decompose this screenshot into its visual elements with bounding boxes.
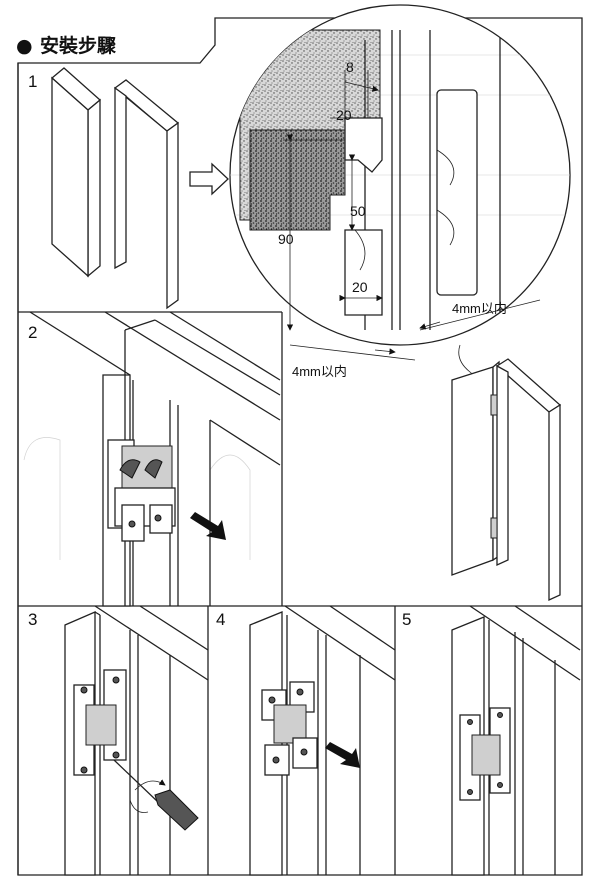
- step-2-panel: 2: [23, 311, 281, 607]
- hinge-step-2: [107, 439, 176, 542]
- push-arrow-icon: [190, 512, 226, 540]
- dim-20-bottom-label: 20: [352, 279, 368, 295]
- door-frame: [113, 79, 180, 310]
- door-slab: [51, 67, 101, 278]
- step-3-panel: 3: [28, 605, 209, 876]
- dimension-50: 50: [348, 154, 366, 231]
- assembled-door: [451, 344, 562, 602]
- step-3-number: 3: [28, 610, 37, 629]
- header: ● 安裝步驟: [16, 34, 117, 57]
- step-5-number: 5: [402, 610, 411, 629]
- screwdriver-icon: [113, 759, 199, 831]
- gap-annotation-left: 4mm以内: [289, 344, 416, 379]
- dimension-8: 8: [344, 59, 379, 118]
- hinge-step-5: [459, 707, 511, 801]
- step-1-panel: 1: [28, 67, 229, 310]
- arrow-right-icon: [189, 162, 229, 196]
- step-2-number: 2: [28, 323, 37, 342]
- dimension-90: 90: [278, 134, 345, 331]
- push-arrow-icon-step-4: [325, 742, 360, 768]
- dim-8-label: 8: [346, 59, 354, 75]
- header-bullet: ●: [16, 35, 33, 57]
- step-1-number: 1: [28, 72, 37, 91]
- detail-circle: 8 20 50 90 20: [229, 4, 571, 346]
- gap-right-label: 4mm以内: [452, 301, 507, 316]
- dim-20-top-label: 20: [336, 107, 352, 123]
- dim-50-label: 50: [350, 203, 366, 219]
- step-4-number: 4: [216, 610, 225, 629]
- hinge-step-3: [73, 669, 127, 776]
- dim-90-label: 90: [278, 231, 294, 247]
- dimension-20-bottom: 20: [339, 279, 383, 302]
- step-5-panel: 5: [402, 605, 581, 876]
- page-title: 安裝步驟: [40, 34, 117, 57]
- gap-annotation-right: 4mm以内: [419, 299, 541, 331]
- gap-left-label: 4mm以内: [292, 364, 347, 379]
- dimension-20-top: 20: [330, 107, 382, 123]
- step-4-panel: 4: [216, 605, 396, 876]
- hinge-step-4: [261, 681, 318, 776]
